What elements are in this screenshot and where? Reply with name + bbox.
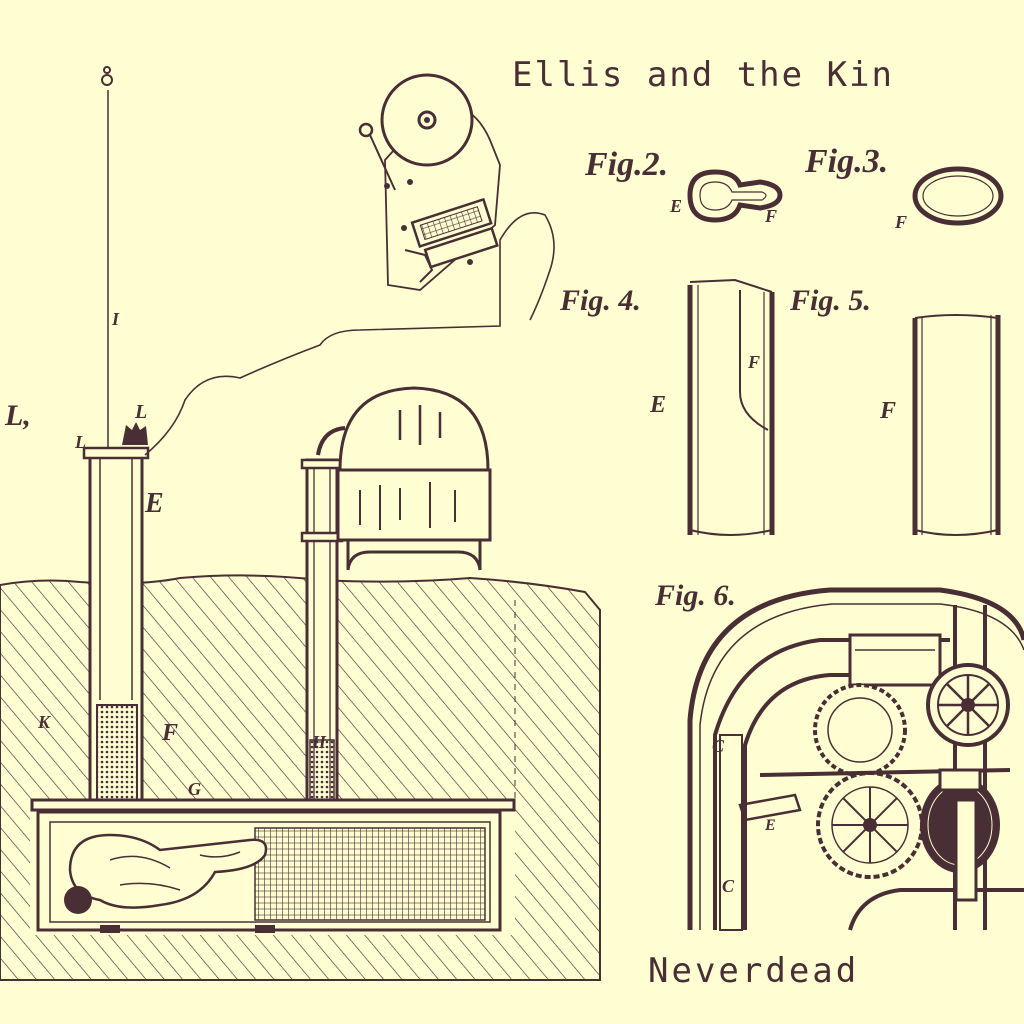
fig4-label: Fig. 4. (559, 284, 641, 317)
fig2-label: Fig.2. (584, 146, 668, 183)
label-f-fig4: F (747, 352, 760, 372)
label-c1-fig6: C (712, 736, 725, 756)
label-g: G (188, 779, 201, 799)
label-e-main: E (144, 488, 164, 519)
alarm-bell (358, 73, 501, 291)
artist-title: Ellis and the Kin (512, 55, 894, 95)
label-f-fig3: F (894, 212, 907, 232)
label-l1: L, (4, 399, 31, 432)
tube-e (82, 422, 150, 806)
fig-4 (687, 278, 775, 536)
label-c2-fig6: C (722, 876, 735, 896)
dome-cover (336, 386, 492, 571)
label-f-fig2: F (764, 206, 777, 226)
air-pipe-h (300, 426, 346, 827)
fig-5 (912, 314, 1001, 536)
label-h: H (311, 732, 327, 752)
fig6-label: Fig. 6. (654, 579, 736, 612)
label-f-main: F (161, 720, 178, 746)
album-title: Neverdead (648, 951, 859, 991)
fig-2 (687, 169, 783, 223)
fig-3 (912, 166, 1004, 226)
label-l2: L (74, 432, 86, 452)
coffin (30, 798, 516, 933)
wire-ring (101, 74, 113, 86)
label-e-fig4: E (649, 392, 666, 418)
bell-wire (144, 212, 555, 456)
label-f-fig5: F (879, 398, 896, 424)
fig3-label: Fig.3. (804, 143, 888, 180)
figure-in-coffin (68, 833, 268, 909)
fig5-label: Fig. 5. (789, 284, 871, 317)
label-i: I (111, 309, 120, 329)
label-l3: L (134, 401, 147, 423)
label-e-fig6: E (764, 817, 776, 834)
label-k: K (37, 712, 52, 732)
fig-6 (687, 587, 1024, 931)
label-e-fig2: E (669, 196, 682, 216)
figure-labels: Fig.2. Fig.3. Fig. 4. Fig. 5. Fig. 6. L,… (4, 143, 907, 896)
